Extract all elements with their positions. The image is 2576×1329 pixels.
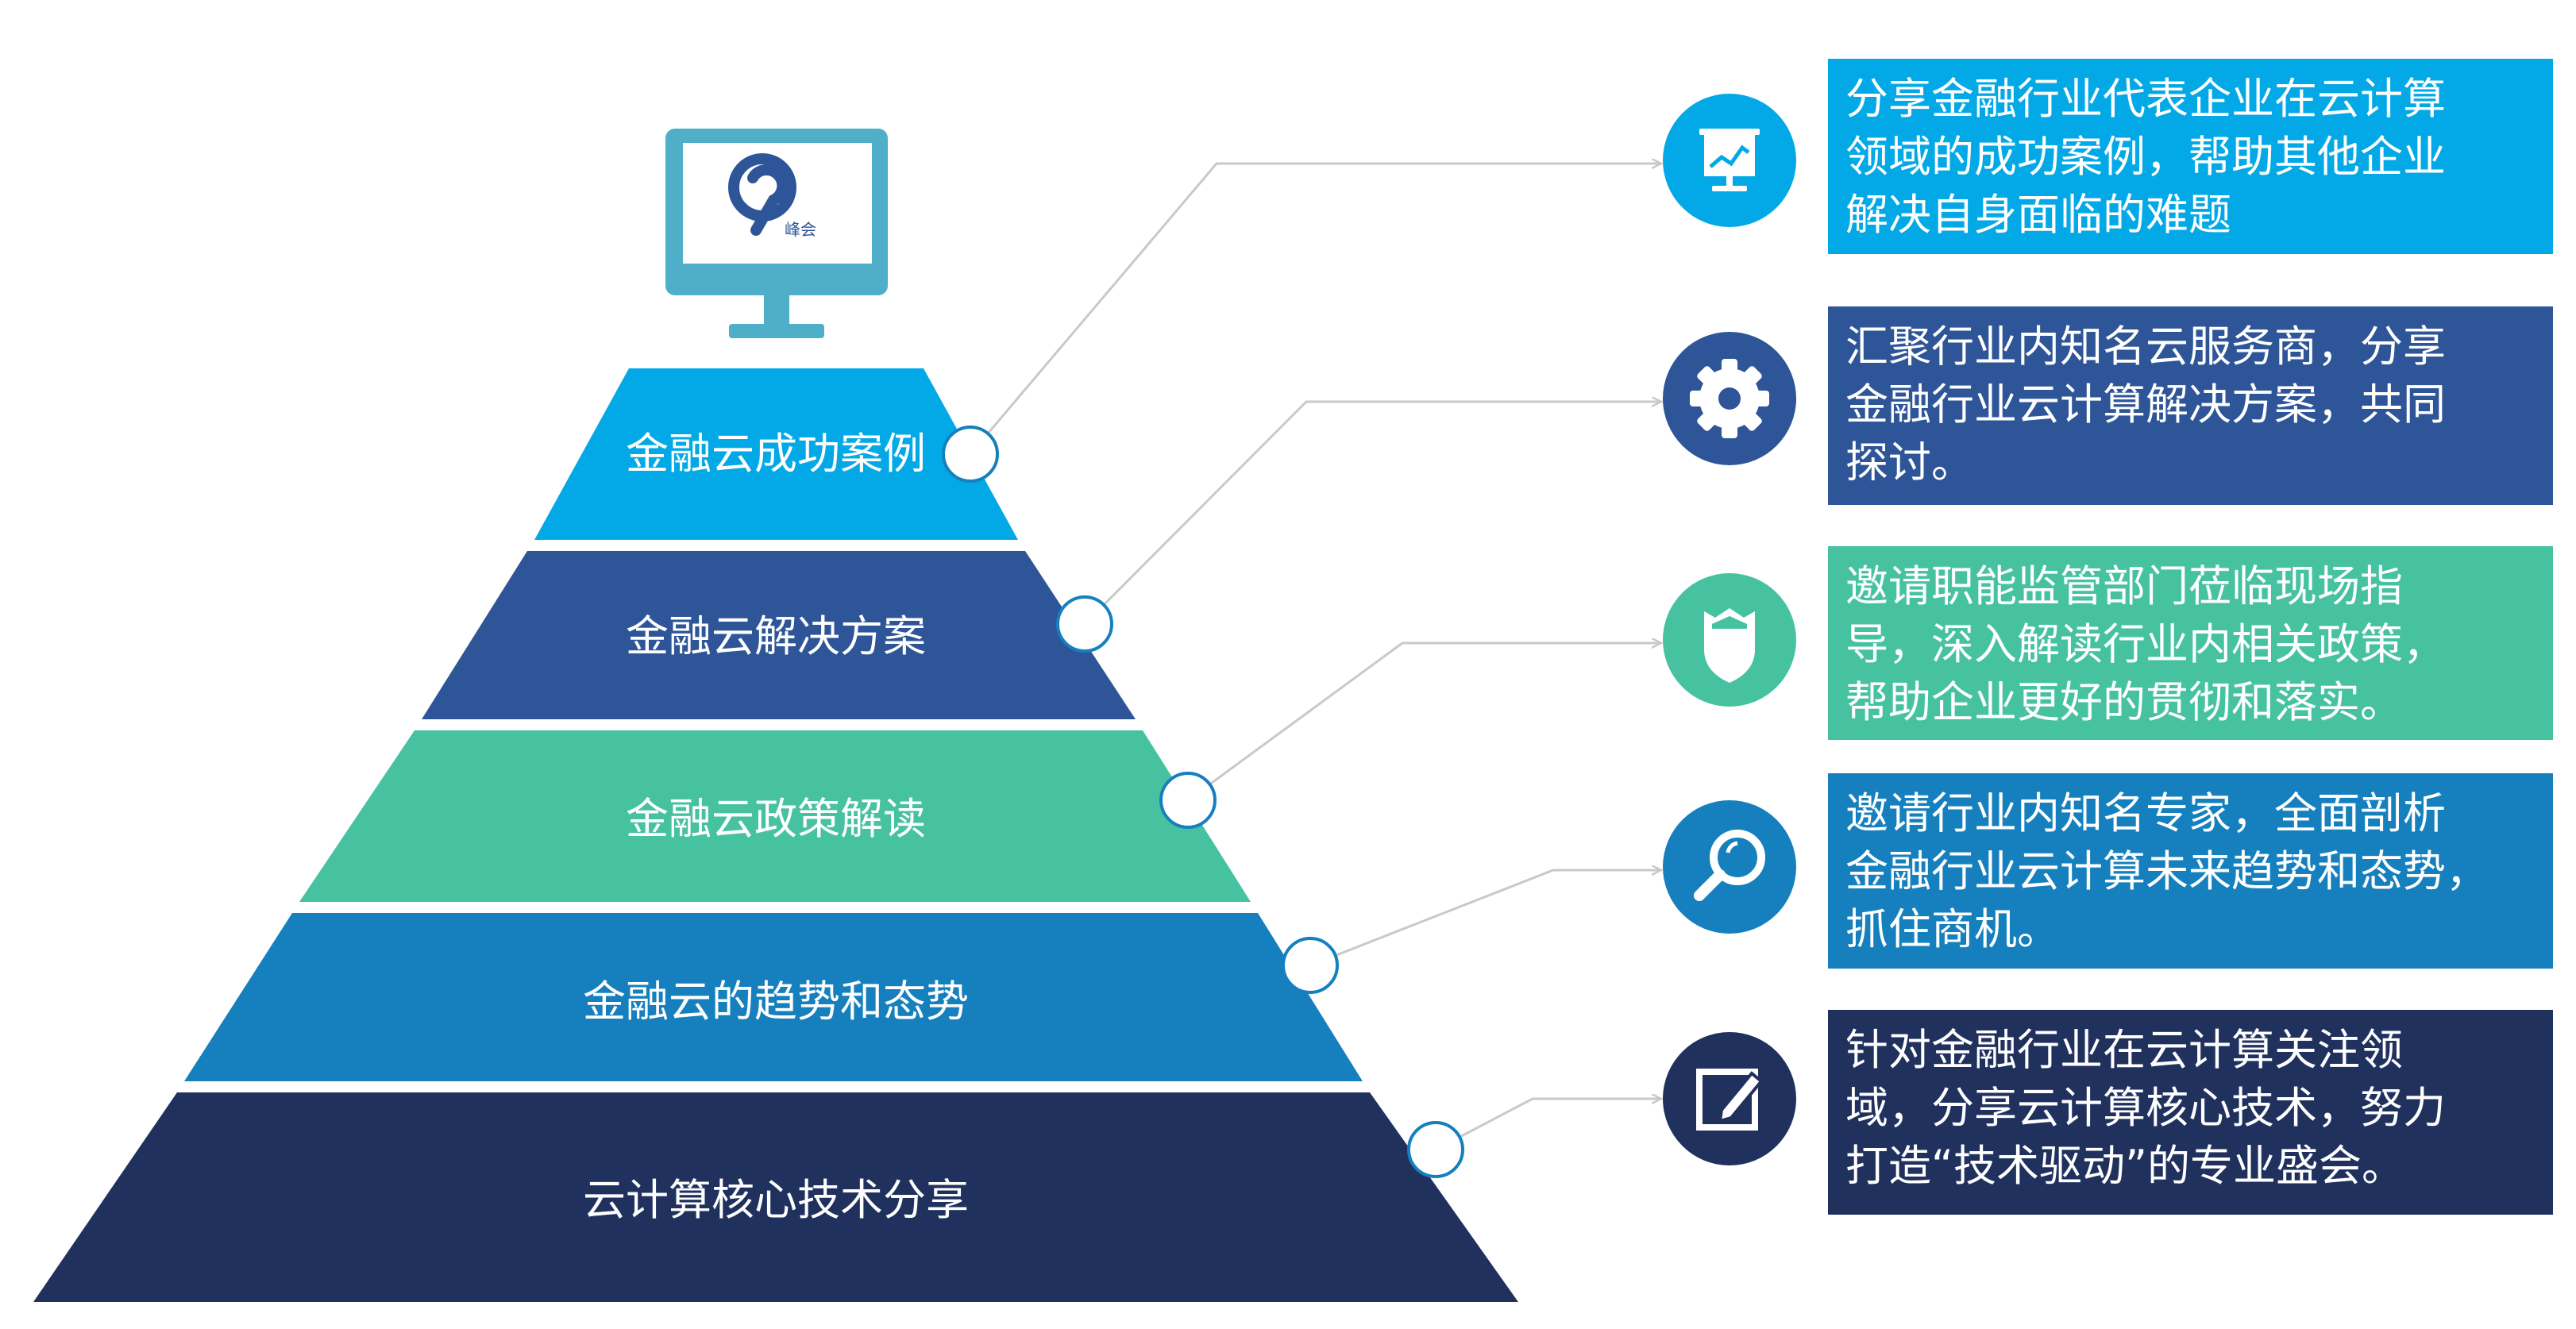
logo-text: 峰会 xyxy=(785,220,816,239)
connector-node-2 xyxy=(1056,595,1113,653)
pyramid-tier-1: 金融云成功案例 xyxy=(534,368,1018,540)
description-line: 金融行业云计算未来趋势和态势， xyxy=(1845,846,2489,896)
description-line: 探讨。 xyxy=(1845,437,1974,487)
logo-icon: 峰会 xyxy=(728,153,816,239)
pyramid-tier-4: 金融云的趋势和态势 xyxy=(184,913,1363,1081)
connector-node-3 xyxy=(1159,772,1217,829)
connector-5 xyxy=(1435,1099,1661,1151)
description-line: 汇聚行业内知名云服务商，分享 xyxy=(1845,322,2446,372)
description-line: 领域的成功案例，帮助其他企业 xyxy=(1845,132,2446,182)
connector-4 xyxy=(1309,870,1661,967)
tier-label-4: 金融云的趋势和态势 xyxy=(583,977,969,1027)
connector-3 xyxy=(1187,643,1661,802)
description-box-2: 汇聚行业内知名云服务商，分享 金融行业云计算解决方案，共同 探讨。 xyxy=(1828,306,2553,505)
description-box-4: 邀请行业内知名专家，全面剖析 金融行业云计算未来趋势和态势， 抓住商机。 xyxy=(1828,773,2553,969)
tier-label-5: 云计算核心技术分享 xyxy=(583,1175,969,1225)
connector-node-4 xyxy=(1282,937,1339,994)
description-line: 金融行业云计算解决方案，共同 xyxy=(1845,379,2446,430)
description-line: 邀请职能监管部门莅临现场指 xyxy=(1845,561,2403,611)
description-line: 邀请行业内知名专家，全面剖析 xyxy=(1845,788,2446,838)
connector-2 xyxy=(1083,402,1661,626)
connector-node-1 xyxy=(942,426,999,483)
description-line: 抓住商机。 xyxy=(1845,904,2060,954)
edit-icon xyxy=(1663,1032,1796,1165)
description-line: 分享金融行业代表企业在云计算 xyxy=(1845,74,2446,124)
description-line: 打造“技术驱动”的专业盛会。 xyxy=(1845,1141,2404,1191)
pyramid-tier-5: 云计算核心技术分享 xyxy=(33,1092,1518,1302)
tier-label-3: 金融云政策解读 xyxy=(626,794,926,844)
tier-label-1: 金融云成功案例 xyxy=(626,429,926,479)
description-box-3: 邀请职能监管部门莅临现场指 导，深入解读行业内相关政策， 帮助企业更好的贯彻和落… xyxy=(1828,546,2553,740)
pyramid-tier-2: 金融云解决方案 xyxy=(422,551,1136,719)
description-line: 解决自身面临的难题 xyxy=(1845,190,2231,240)
magnifier-icon xyxy=(1663,800,1796,934)
description-line: 帮助企业更好的贯彻和落实。 xyxy=(1845,677,2403,727)
description-line: 域，分享云计算核心技术，努力 xyxy=(1845,1083,2446,1133)
connector-nodes xyxy=(942,426,1464,1178)
tier-label-2: 金融云解决方案 xyxy=(626,611,926,661)
connector-node-5 xyxy=(1407,1121,1464,1178)
description-box-5: 针对金融行业在云计算关注领 域，分享云计算核心技术，努力 打造“技术驱动”的专业… xyxy=(1828,1010,2553,1215)
monitor-icon: 峰会 xyxy=(665,129,888,338)
shield-icon xyxy=(1663,573,1796,707)
description-line: 导，深入解读行业内相关政策， xyxy=(1845,619,2446,669)
connector-1 xyxy=(969,164,1661,455)
pyramid-tier-3: 金融云政策解读 xyxy=(299,730,1251,902)
connector-lines xyxy=(969,164,1661,1151)
description-line: 针对金融行业在云计算关注领 xyxy=(1845,1025,2403,1075)
presentation-board-icon xyxy=(1663,94,1796,227)
description-box-1: 分享金融行业代表企业在云计算 领域的成功案例，帮助其他企业 解决自身面临的难题 xyxy=(1828,59,2553,254)
gear-icon xyxy=(1663,332,1796,465)
